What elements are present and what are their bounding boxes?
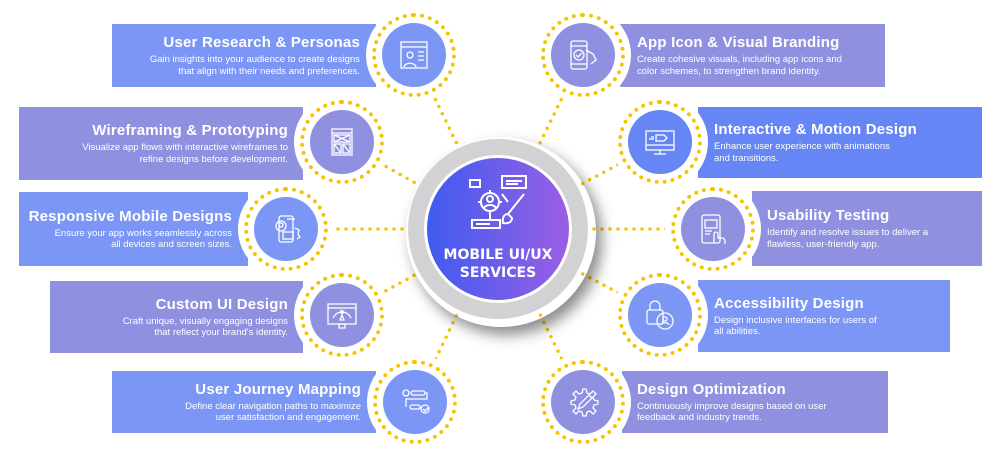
service-description: Ensure your app works seamlessly across … (54, 227, 232, 251)
accessibility-lock-icon (646, 300, 674, 330)
wireframe-icon (331, 128, 353, 156)
app-branding-icon (570, 40, 597, 70)
service-description: Create cohesive visuals, including app i… (637, 54, 842, 77)
custom-ui-icon (327, 303, 357, 329)
service-title: Wireframing & Prototyping (92, 122, 288, 139)
service-description: Gain insights into your audience to crea… (149, 54, 360, 77)
dotted-ring (618, 100, 702, 184)
dotted-ring (300, 273, 384, 357)
service-description: Visualize app flows with interactive wir… (82, 142, 288, 165)
service-description: Enhance user experience with animations … (714, 141, 890, 164)
responsive-mobile-icon (275, 215, 301, 243)
dotted-ring (244, 187, 328, 271)
service-description: Continuously improve designs based on us… (637, 400, 827, 424)
designer-tools-icon (469, 175, 527, 229)
service-description: Craft unique, visually engaging designs … (122, 315, 288, 339)
service-title: Accessibility Design (714, 294, 864, 312)
dotted-ring (541, 360, 625, 444)
user-profile-icon (400, 41, 428, 69)
dotted-ring (671, 187, 755, 271)
service-icon-node (628, 283, 692, 347)
service-icon-node (681, 197, 745, 261)
dotted-ring (618, 273, 702, 357)
dotted-ring (373, 360, 457, 444)
service-icon-node (254, 197, 318, 261)
service-title: User Journey Mapping (195, 380, 361, 398)
service-description: Identify and resolve issues to deliver a… (767, 227, 929, 250)
service-icon-node (551, 23, 615, 87)
center-title-line1: MOBILE UI/UX (443, 247, 553, 263)
service-icon-node (310, 110, 374, 174)
service-icon-node (628, 110, 692, 174)
service-icon-node (551, 370, 615, 434)
dotted-ring (300, 100, 384, 184)
service-title: Interactive & Motion Design (714, 121, 917, 138)
service-title: App Icon & Visual Branding (637, 34, 840, 51)
service-title: User Research & Personas (163, 34, 360, 51)
journey-map-icon (402, 389, 430, 414)
touch-test-icon (701, 214, 726, 244)
motion-monitor-icon (645, 130, 675, 155)
service-title: Design Optimization (637, 380, 786, 398)
service-title: Responsive Mobile Designs (28, 207, 232, 225)
service-icon-node (383, 370, 447, 434)
center-title: MOBILE UI/UX SERVICES (424, 246, 572, 282)
center-title-line2: SERVICES (459, 265, 537, 281)
service-title: Usability Testing (767, 207, 890, 224)
dotted-ring (541, 13, 625, 97)
service-description: Define clear navigation paths to maximiz… (185, 400, 361, 424)
service-title: Custom UI Design (155, 295, 288, 313)
dotted-ring (372, 13, 456, 97)
gear-pencil-icon (570, 388, 599, 417)
service-icon-node (382, 23, 446, 87)
service-icon-node (310, 283, 374, 347)
service-description: Design inclusive interfaces for users of… (714, 314, 877, 338)
